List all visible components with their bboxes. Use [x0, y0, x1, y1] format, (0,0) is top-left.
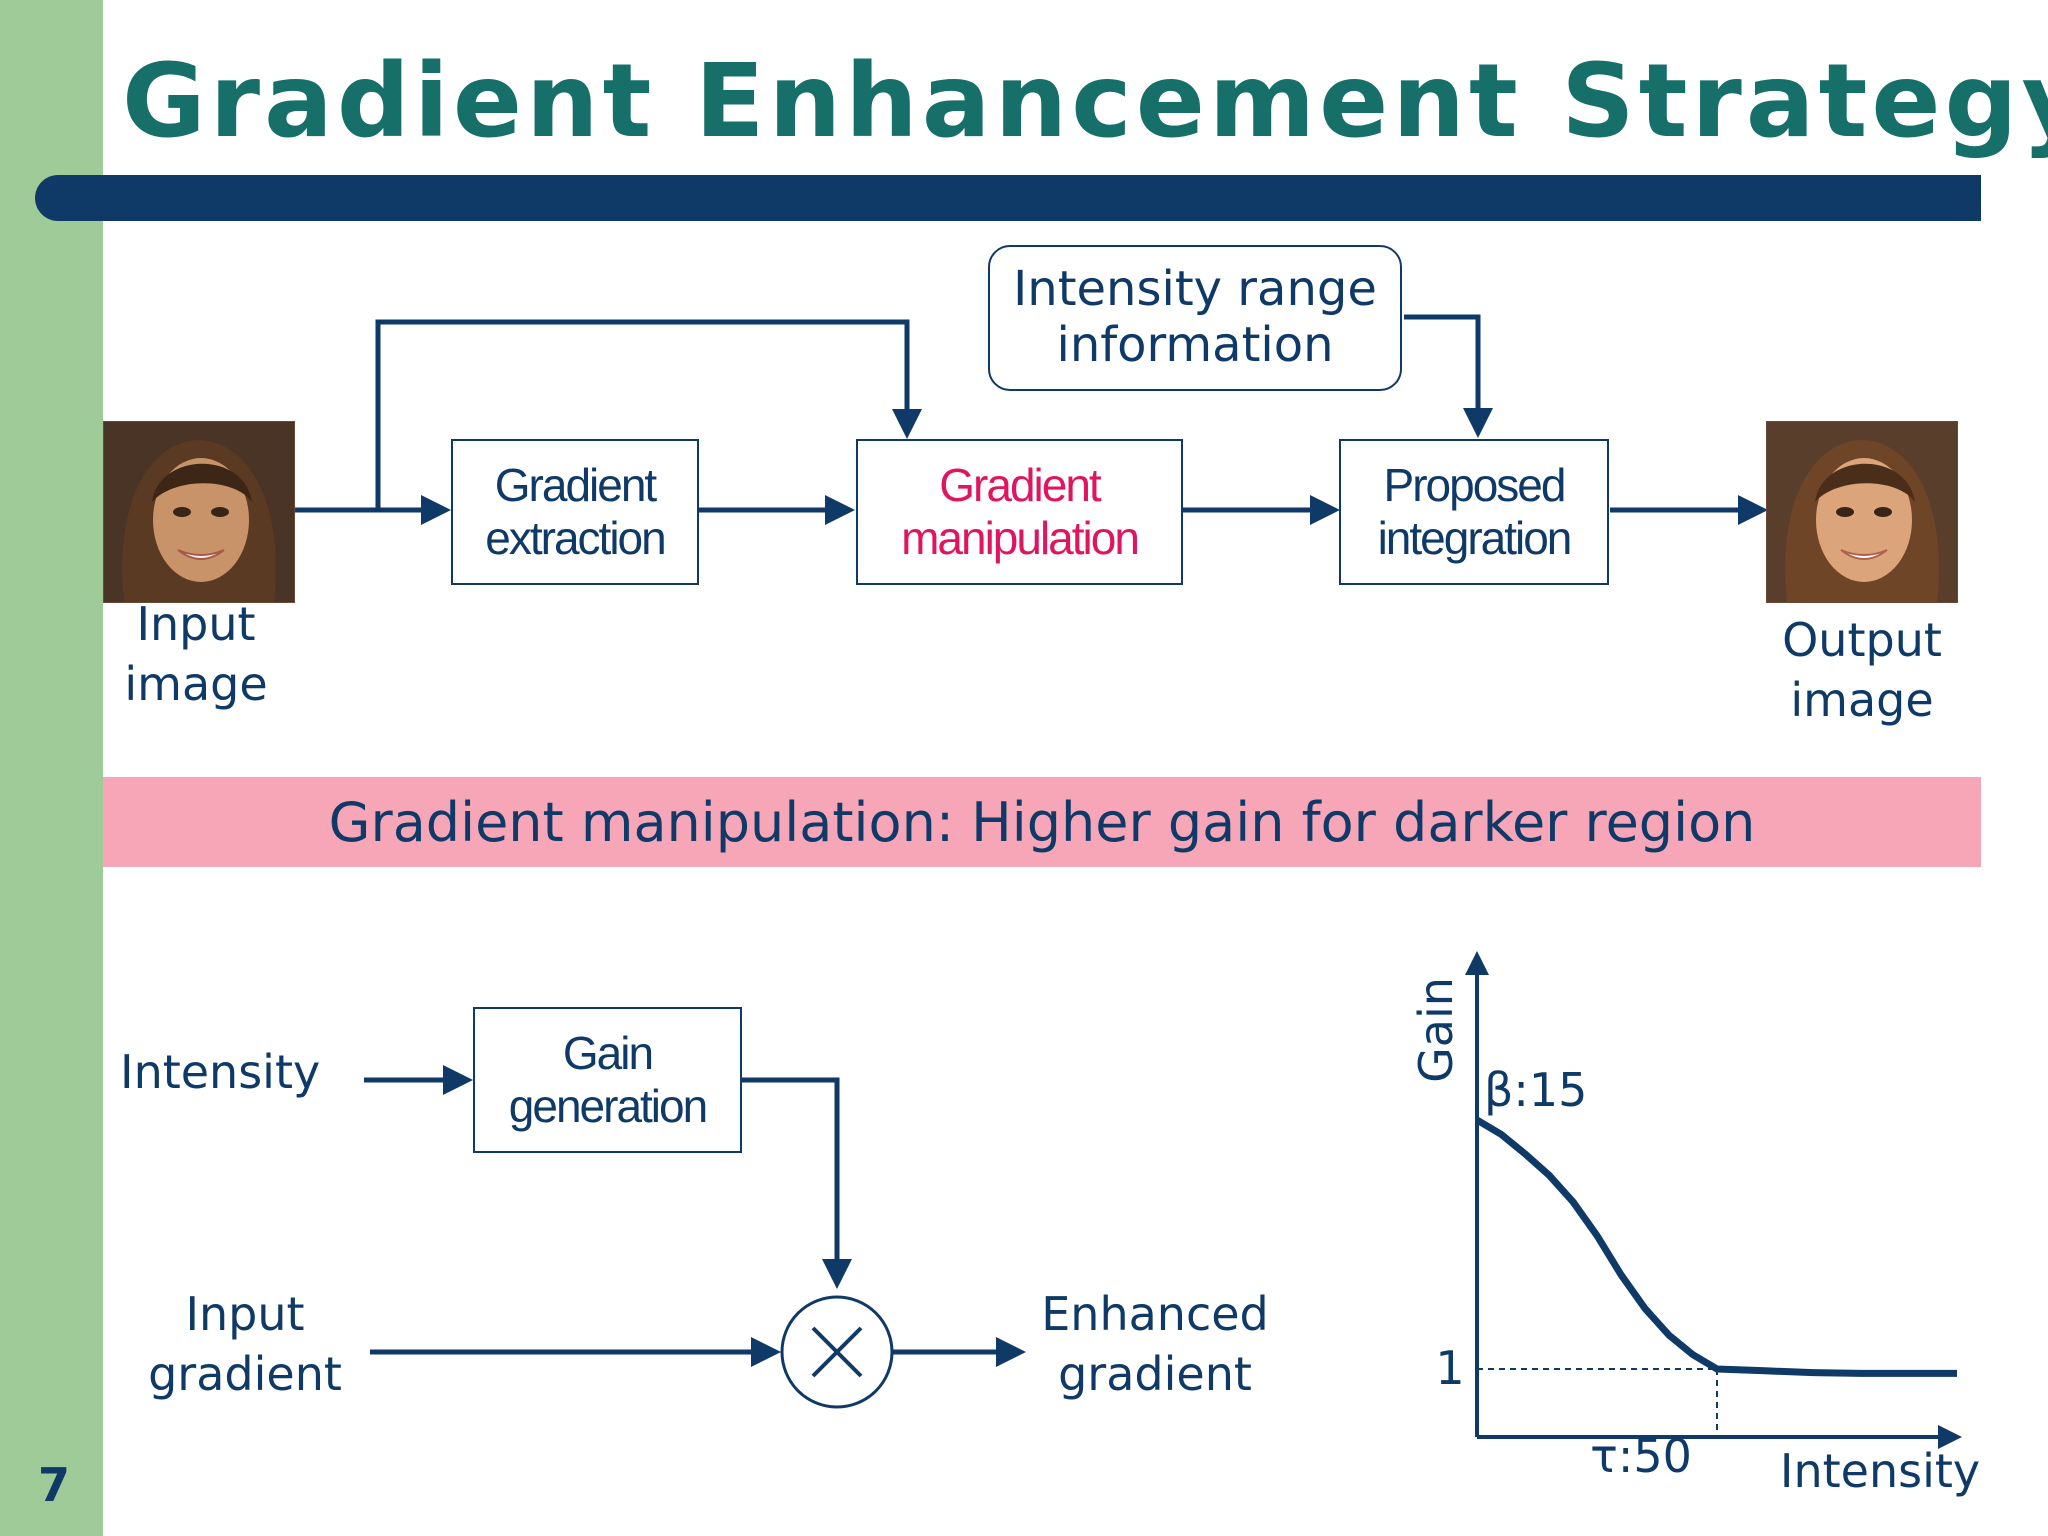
- input-image-label: Input image: [124, 597, 268, 711]
- y-axis-label: Gain: [1409, 977, 1463, 1083]
- enhanced-gradient-label: Enhanced gradient: [1041, 1287, 1269, 1401]
- input-gradient-label: Input gradient: [148, 1287, 342, 1401]
- title-backdrop: [103, 0, 353, 200]
- gain-generation-box: Gain generation: [473, 1007, 742, 1153]
- output-face-image: [1766, 421, 1958, 603]
- tau-annotation: τ:50: [1590, 1429, 1692, 1483]
- title-underline-bar: [35, 175, 1981, 221]
- multiply-icon: [811, 1326, 863, 1378]
- input-face-image: [103, 421, 295, 603]
- arrow-range-to-integration: [1404, 314, 1493, 438]
- multiply-node: [780, 1295, 894, 1409]
- proposed-integration-box: Proposed integration: [1339, 439, 1609, 585]
- sidebar-strip: [0, 0, 103, 1536]
- gradient-extraction-box: Gradient extraction: [451, 439, 699, 585]
- arrow-gain-to-multiply: [742, 1077, 852, 1289]
- intensity-input-label: Intensity: [120, 1045, 321, 1099]
- gradient-manipulation-box: Gradient manipulation: [856, 439, 1183, 585]
- output-image-label: Output image: [1782, 613, 1942, 727]
- intensity-range-info-box: Intensity range information: [988, 245, 1402, 391]
- gain-one-tick-label: 1: [1435, 1341, 1464, 1395]
- gradient-manipulation-banner: Gradient manipulation: Higher gain for d…: [103, 777, 1981, 867]
- gain-curve-series: [1475, 1116, 1957, 1377]
- arrow-input-to-manipulation: [375, 319, 922, 510]
- slide-title: Gradient Enhancement Strategy: [122, 42, 2048, 161]
- beta-annotation: β:15: [1484, 1063, 1587, 1117]
- x-axis-label: Intensity: [1780, 1444, 1980, 1498]
- page-number: 7: [38, 1458, 71, 1512]
